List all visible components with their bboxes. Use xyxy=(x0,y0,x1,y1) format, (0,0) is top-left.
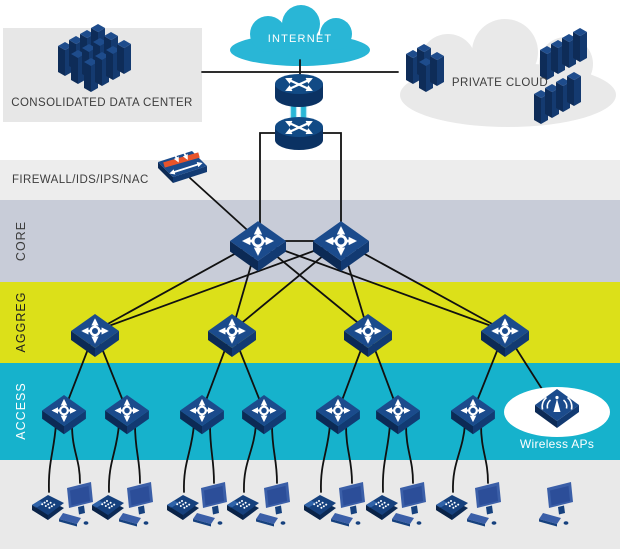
private-cloud-label: PRIVATE CLOUD xyxy=(451,77,549,89)
internet-label: INTERNET xyxy=(267,33,333,45)
edge-router-1-icon xyxy=(275,74,323,107)
aggreg-band-label: AGGREG xyxy=(14,291,28,353)
firewall-label: FIREWALL/IDS/IPS/NAC xyxy=(12,174,149,186)
internet-cloud-icon xyxy=(230,5,370,66)
access-band-label: ACCESS xyxy=(14,382,28,440)
edge-router-2-icon xyxy=(275,117,323,150)
firewall-band xyxy=(0,160,620,200)
data-center-label: CONSOLIDATED DATA CENTER xyxy=(11,97,193,109)
core-band-label: CORE xyxy=(14,220,28,262)
wireless-aps-label: Wireless APs xyxy=(519,437,595,451)
